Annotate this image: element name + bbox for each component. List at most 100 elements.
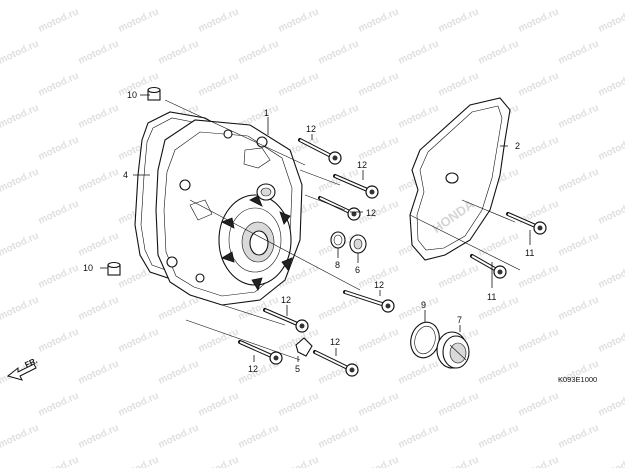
watermark-text: motod.ru bbox=[117, 326, 161, 354]
watermark-text: motod.ru bbox=[357, 326, 401, 354]
watermark-text: motod.ru bbox=[397, 0, 441, 3]
watermark-text: motod.ru bbox=[437, 390, 481, 418]
watermark-text: motod.ru bbox=[0, 70, 1, 98]
watermark-text: motod.ru bbox=[77, 0, 121, 3]
watermark-text: motod.ru bbox=[277, 6, 321, 34]
watermark-text: motod.ru bbox=[0, 38, 41, 66]
watermark-text: motod.ru bbox=[317, 0, 361, 3]
watermark-text: motod.ru bbox=[517, 262, 561, 290]
watermark-text: motod.ru bbox=[277, 70, 321, 98]
watermark-text: motod.ru bbox=[437, 454, 481, 468]
part-7-inspection-cap bbox=[436, 331, 470, 369]
callout-6: 6 bbox=[355, 265, 360, 275]
watermark-text: motod.ru bbox=[357, 198, 401, 226]
watermark-text: motod.ru bbox=[437, 6, 481, 34]
watermark-text: motod.ru bbox=[77, 102, 121, 130]
callout-10-bottom: 10 bbox=[83, 263, 93, 273]
callout-4: 4 bbox=[123, 170, 128, 180]
watermark-text: motod.ru bbox=[397, 38, 441, 66]
watermark-text: motod.ru bbox=[517, 134, 561, 162]
watermark-text: motod.ru bbox=[317, 422, 361, 450]
bolt-11-a bbox=[506, 212, 547, 235]
watermark-text: motod.ru bbox=[197, 454, 241, 468]
bolt-12-g bbox=[238, 340, 283, 365]
part-5-wire-clamp bbox=[295, 337, 313, 357]
watermark-text: motod.ru bbox=[557, 38, 601, 66]
watermark-text: motod.ru bbox=[357, 70, 401, 98]
callout-12-c: 12 bbox=[366, 208, 376, 218]
watermark-text: motod.ru bbox=[0, 422, 41, 450]
watermark-text: motod.ru bbox=[77, 294, 121, 322]
watermark-text: motod.ru bbox=[0, 390, 1, 418]
callout-1: 1 bbox=[264, 108, 269, 118]
callout-12-e: 12 bbox=[281, 295, 291, 305]
watermark-text: motod.ru bbox=[397, 294, 441, 322]
callout-2: 2 bbox=[515, 141, 520, 151]
watermark-text: motod.ru bbox=[477, 230, 521, 258]
watermark-text: motod.ru bbox=[0, 454, 1, 468]
watermark-text: motod.ru bbox=[557, 230, 601, 258]
bolt-group bbox=[238, 138, 547, 377]
watermark-text: motod.ru bbox=[0, 134, 1, 162]
watermark-text: motod.ru bbox=[0, 102, 41, 130]
bolt-12-c bbox=[318, 196, 361, 221]
watermark-text: motod.ru bbox=[557, 294, 601, 322]
leader-lines bbox=[100, 94, 531, 362]
watermark-text: motod.ru bbox=[517, 454, 561, 468]
watermark-text: motod.ru bbox=[357, 6, 401, 34]
watermark-text: motod.ru bbox=[197, 70, 241, 98]
watermark-text: motod.ru bbox=[237, 38, 281, 66]
watermark-text: motod.ru bbox=[77, 38, 121, 66]
watermark-text: motod.ru bbox=[37, 6, 81, 34]
watermark-text: motod.ru bbox=[37, 326, 81, 354]
watermark-text: motod.ru bbox=[197, 326, 241, 354]
callout-12-a: 12 bbox=[306, 124, 316, 134]
bolt-11-b bbox=[470, 254, 507, 279]
watermark-text: motod.ru bbox=[237, 0, 281, 3]
watermark-text: motod.ru bbox=[557, 166, 601, 194]
watermark-text: motod.ru bbox=[477, 422, 521, 450]
watermark-text: motod.ru bbox=[477, 0, 521, 3]
watermark-text: motod.ru bbox=[517, 326, 561, 354]
watermark-text: motod.ru bbox=[597, 134, 625, 162]
watermark-text: motod.ru bbox=[0, 326, 1, 354]
watermark-text: motod.ru bbox=[437, 70, 481, 98]
watermark-text: motod.ru bbox=[77, 358, 121, 386]
watermark-text: motod.ru bbox=[37, 134, 81, 162]
part-8-o-ring bbox=[330, 231, 346, 249]
bolt-12-e bbox=[263, 308, 309, 333]
watermark-text: motod.ru bbox=[357, 454, 401, 468]
watermark-text: motod.ru bbox=[0, 198, 1, 226]
watermark-text: motod.ru bbox=[0, 166, 41, 194]
watermark-text: motod.ru bbox=[397, 358, 441, 386]
watermark-text: motod.ru bbox=[597, 326, 625, 354]
watermark-text: motod.ru bbox=[157, 0, 201, 3]
watermark-text: motod.ru bbox=[77, 422, 121, 450]
callout-12-g: 12 bbox=[248, 364, 258, 374]
watermark-text: motod.ru bbox=[37, 390, 81, 418]
diagram-code: K093E1000 bbox=[558, 375, 597, 384]
watermark-text: motod.ru bbox=[597, 454, 625, 468]
watermark-text: motod.ru bbox=[0, 6, 1, 34]
watermark-text: motod.ru bbox=[157, 294, 201, 322]
watermark-text: motod.ru bbox=[397, 102, 441, 130]
part-6-timing-plug bbox=[349, 234, 367, 254]
watermark-text: motod.ru bbox=[237, 422, 281, 450]
front-direction-marker: FR. bbox=[6, 356, 39, 381]
watermark-text: motod.ru bbox=[117, 454, 161, 468]
bolt-12-b bbox=[333, 174, 379, 199]
bolt-12-a bbox=[298, 138, 342, 165]
watermark-text: motod.ru bbox=[517, 70, 561, 98]
watermark-text: motod.ru bbox=[37, 454, 81, 468]
watermark-text: motod.ru bbox=[477, 294, 521, 322]
watermark-text: motod.ru bbox=[0, 294, 41, 322]
watermark-text: motod.ru bbox=[317, 38, 361, 66]
watermark-text: motod.ru bbox=[77, 166, 121, 194]
watermark-text: motod.ru bbox=[117, 6, 161, 34]
watermark-text: motod.ru bbox=[477, 358, 521, 386]
callout-11-b: 11 bbox=[487, 292, 496, 302]
watermark-text: motod.ru bbox=[277, 454, 321, 468]
watermark-text: motod.ru bbox=[517, 6, 561, 34]
